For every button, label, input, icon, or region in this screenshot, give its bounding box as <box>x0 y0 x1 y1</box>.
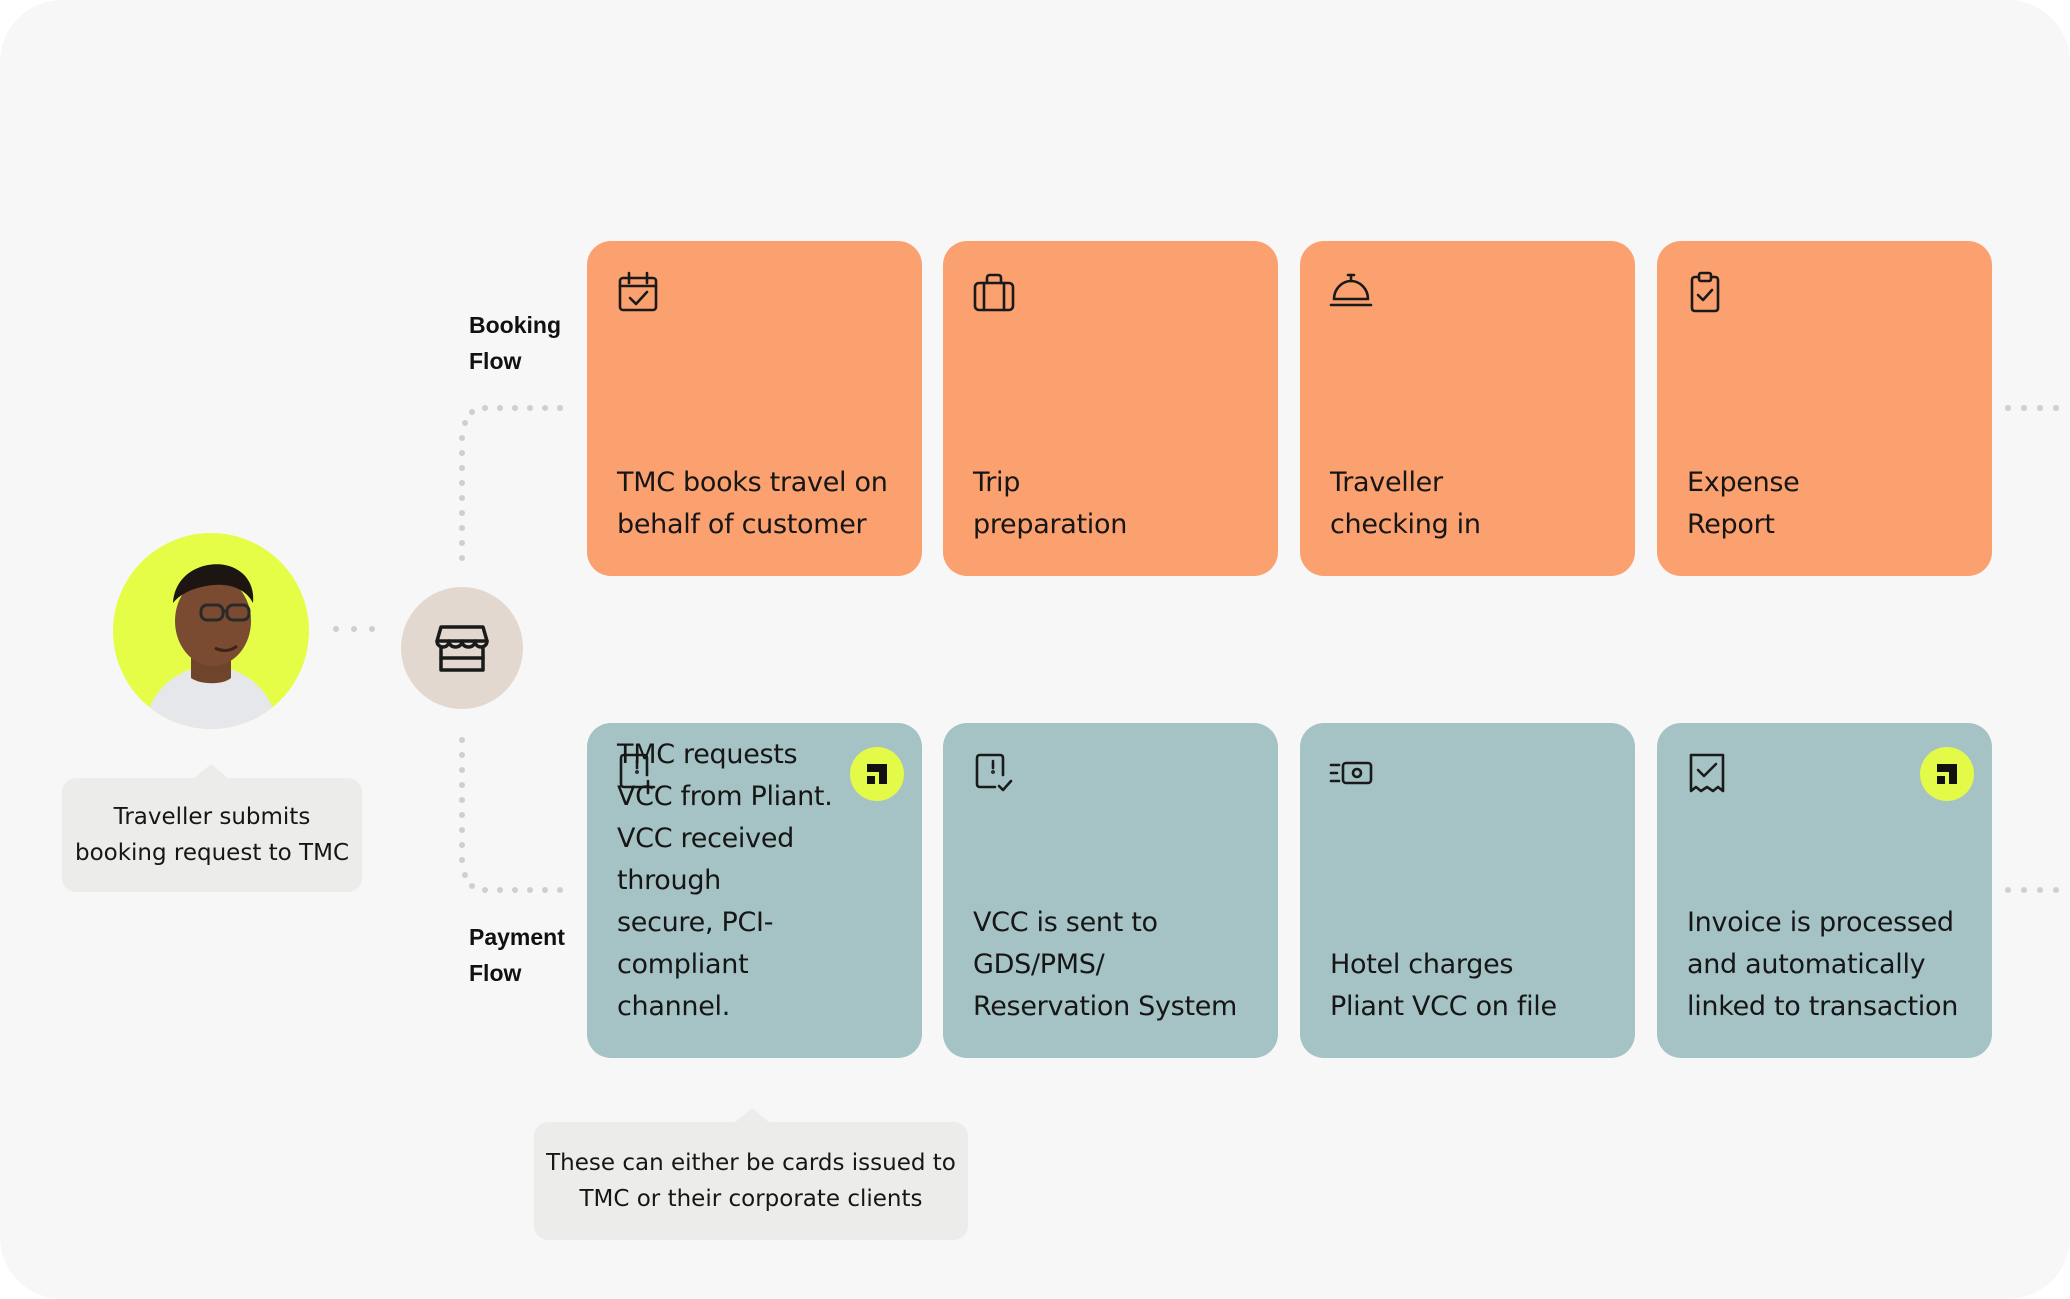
vcc-note-tooltip: These can either be cards issued to TMC … <box>534 1108 968 1240</box>
booking-card-3-line2: checking in <box>1330 509 1481 540</box>
payment-card-1-text: TMC requests VCC from Pliant. VCC receiv… <box>617 734 900 1028</box>
clipboard-check-icon <box>1690 271 1720 313</box>
pliant-badge-2 <box>1920 747 1974 801</box>
booking-card-1: TMC books travel on behalf of customer <box>587 241 922 576</box>
booking-card-3: Traveller checking in <box>1300 241 1635 576</box>
payment-card-3-line2: Pliant VCC on file <box>1330 991 1557 1022</box>
card-add-icon <box>619 753 656 795</box>
suitcase-icon <box>973 273 1015 312</box>
traveller-tooltip: Traveller submits booking request to TMC <box>62 764 362 892</box>
pliant-logo-icon <box>1937 764 1957 784</box>
traveller-tooltip-line1: Traveller submits <box>113 804 311 830</box>
payment-card-3-text: Hotel charges Pliant VCC on file <box>1330 944 1613 1028</box>
receipt-check-icon <box>1689 753 1725 793</box>
payment-card-2-line2: GDS/PMS/ <box>973 949 1105 980</box>
tmc-node <box>401 587 523 709</box>
booking-flow-label: Booking Flow <box>469 307 561 379</box>
payment-card-2: VCC is sent to GDS/PMS/ Reservation Syst… <box>943 723 1278 1058</box>
calendar-check-icon <box>618 271 658 312</box>
payment-card-2-text: VCC is sent to GDS/PMS/ Reservation Syst… <box>973 902 1256 1028</box>
pliant-badge-1 <box>850 747 904 801</box>
booking-card-1-line1: TMC books travel on <box>617 467 888 498</box>
booking-card-4: Expense Report <box>1657 241 1992 576</box>
payment-card-2-line3: Reservation System <box>973 991 1238 1022</box>
payment-card-1: TMC requests VCC from Pliant. VCC receiv… <box>587 723 922 1058</box>
vcc-note-line1: These can either be cards issued to <box>546 1150 956 1176</box>
payment-flow-label-line1: Payment <box>469 924 565 950</box>
payment-flow-label-line2: Flow <box>469 960 522 986</box>
service-bell-icon <box>1329 273 1373 307</box>
payment-card-4: Invoice is processed and automatically l… <box>1657 723 1992 1058</box>
booking-card-2-line2: preparation <box>973 509 1128 540</box>
payment-card-2-line1: VCC is sent to <box>973 907 1158 938</box>
booking-card-2: Trip preparation <box>943 241 1278 576</box>
payment-card-1-line1: TMC requests <box>617 739 798 770</box>
vcc-note-line2: TMC or their corporate clients <box>579 1186 923 1212</box>
payment-flow-label: Payment Flow <box>469 919 565 991</box>
traveller-tooltip-line2: booking request to TMC <box>74 840 350 866</box>
booking-card-3-line1: Traveller <box>1330 467 1443 498</box>
booking-card-4-line2: Report <box>1687 509 1775 540</box>
payment-card-3: Hotel charges Pliant VCC on file <box>1300 723 1635 1058</box>
payment-card-1-line5: channel. <box>617 991 731 1022</box>
payment-card-1-line3: VCC received through <box>617 823 794 896</box>
payment-card-1-line4: secure, PCI-compliant <box>617 907 774 980</box>
booking-card-1-line2: behalf of customer <box>617 509 867 540</box>
booking-card-2-line1: Trip <box>973 467 1021 498</box>
payment-card-4-line1: Invoice is processed <box>1687 907 1954 938</box>
booking-flow-label-line1: Booking <box>469 312 561 338</box>
payment-card-4-line2: and automatically <box>1687 949 1926 980</box>
payment-card-4-line3: linked to transaction <box>1687 991 1959 1022</box>
tooltip-arrow <box>734 1108 770 1123</box>
traveller-avatar <box>113 533 309 729</box>
booking-card-2-text: Trip preparation <box>973 462 1256 546</box>
booking-card-1-text: TMC books travel on behalf of customer <box>617 462 900 546</box>
cash-fast-icon <box>1329 761 1373 785</box>
pliant-logo-icon <box>867 764 887 784</box>
storefront-icon <box>435 625 489 672</box>
booking-flow-label-line2: Flow <box>469 348 522 374</box>
booking-card-4-text: Expense Report <box>1687 462 1970 546</box>
tooltip-arrow <box>193 764 229 779</box>
booking-card-4-line1: Expense <box>1687 467 1800 498</box>
payment-card-4-text: Invoice is processed and automatically l… <box>1687 902 1970 1028</box>
payment-card-3-line1: Hotel charges <box>1330 949 1514 980</box>
traveller-photo <box>143 564 279 729</box>
booking-card-3-text: Traveller checking in <box>1330 462 1613 546</box>
payment-card-1-line2: VCC from Pliant. <box>617 781 833 812</box>
card-check-icon <box>975 753 1013 792</box>
